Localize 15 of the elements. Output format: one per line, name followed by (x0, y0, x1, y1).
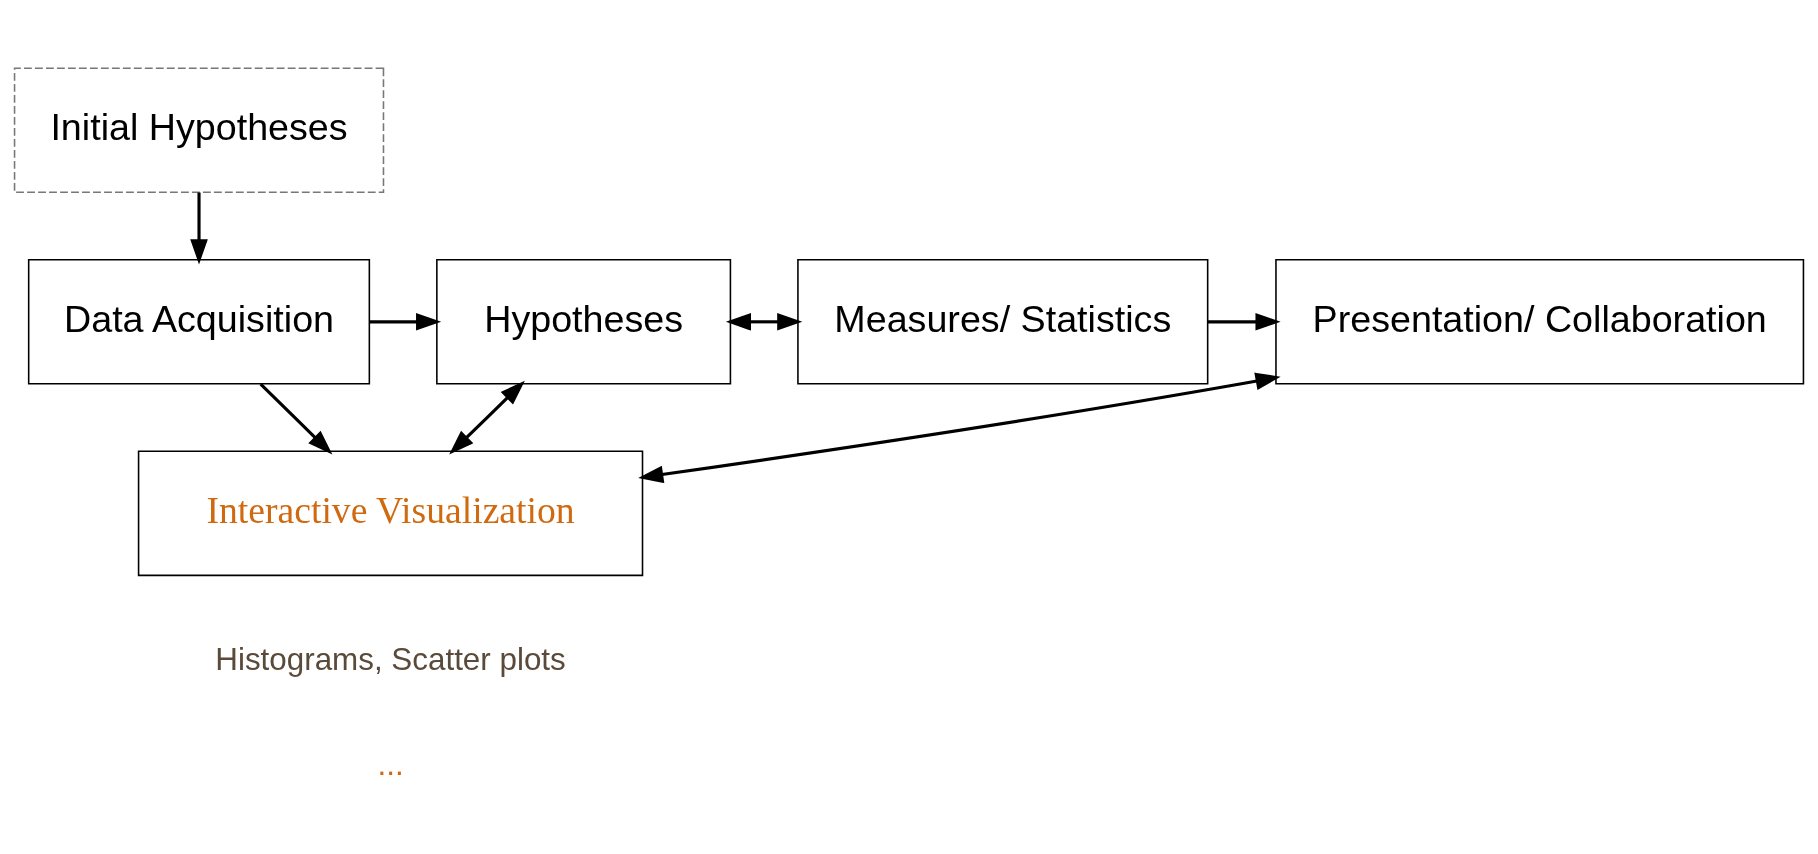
node-box: Presentation/ Collaboration (1275, 259, 1805, 385)
node-box: Data Acquisition (27, 259, 371, 385)
arrow (725, 313, 803, 331)
arrow (1207, 313, 1281, 331)
node-box: Initial Hypotheses (13, 67, 385, 194)
arrow (369, 313, 442, 331)
node-box: Hypotheses (436, 259, 732, 385)
node-box: Interactive Visualization (137, 450, 644, 577)
arrow (190, 192, 208, 265)
node-box: Measures/ Statistics (797, 259, 1209, 385)
arrow (449, 380, 525, 455)
arrow (638, 372, 1281, 484)
arrow (259, 382, 333, 455)
node-label: ... (377, 746, 404, 782)
node-label: Histograms, Scatter plots (215, 641, 566, 677)
